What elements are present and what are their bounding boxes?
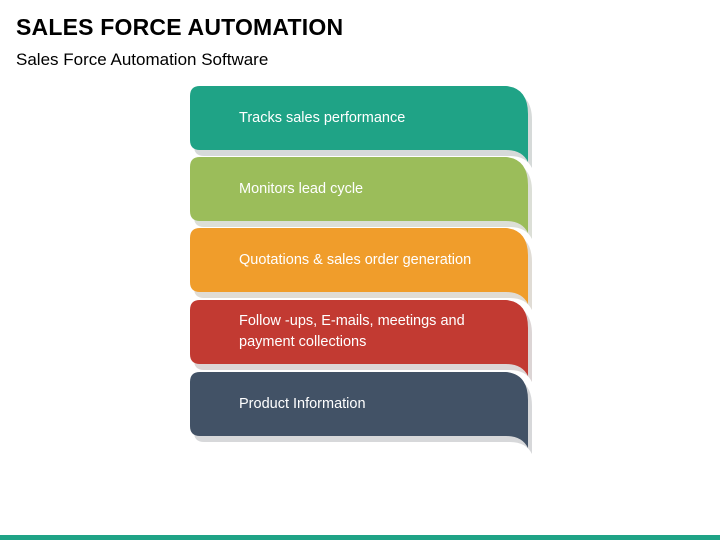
banner-fill: [190, 157, 528, 233]
banner-shape: [190, 228, 532, 310]
banner-label: Follow -ups, E-mails, meetings and payme…: [239, 313, 465, 350]
slide-title: SALES FORCE AUTOMATION: [16, 14, 344, 40]
banner-item-3: Quotations & sales order generation: [190, 228, 532, 310]
banner-item-1: Tracks sales performance: [190, 86, 532, 168]
slide-subtitle: Sales Force Automation Software: [16, 50, 269, 69]
banner-shape: [190, 157, 532, 239]
banner-stack: Tracks sales performance Monitors lead c…: [190, 86, 532, 456]
banner-fill: [190, 228, 528, 304]
banner-item-4: Follow -ups, E-mails, meetings and payme…: [190, 300, 532, 382]
banner-shape: [190, 300, 532, 382]
banner-shape: [190, 372, 532, 454]
banner-label: Monitors lead cycle: [239, 180, 364, 197]
footer-bar: [0, 535, 720, 540]
banner-label: Tracks sales performance: [239, 109, 406, 126]
banner-label: Quotations & sales order generation: [239, 251, 472, 268]
banner-item-2: Monitors lead cycle: [190, 157, 532, 239]
banner-item-5: Product Information: [190, 372, 532, 454]
banner-fill: [190, 372, 528, 448]
banner-fill: [190, 300, 528, 376]
banner-shape: [190, 86, 532, 168]
banner-label: Product Information: [239, 395, 366, 412]
banner-fill: [190, 86, 528, 162]
